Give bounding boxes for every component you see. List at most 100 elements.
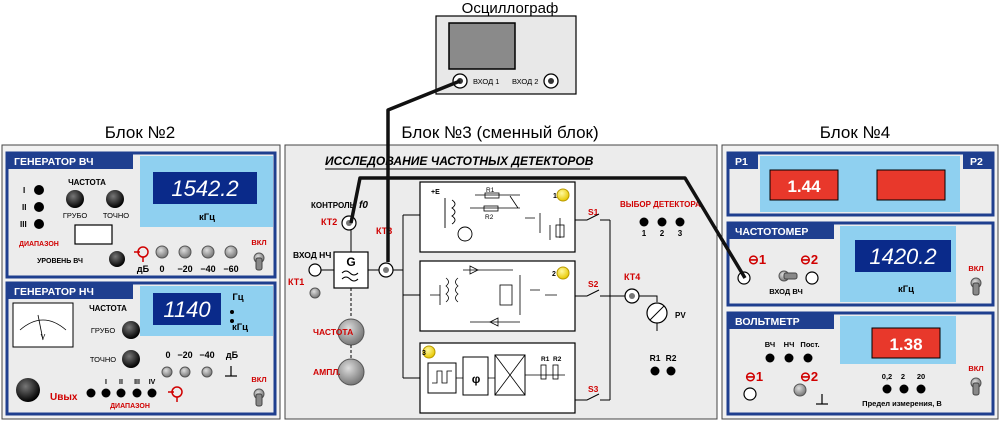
p1-label: P1 — [735, 156, 748, 168]
gen-hf-db-label: дБ — [137, 264, 150, 274]
kt1-jack[interactable] — [309, 287, 321, 299]
connection-cables — [349, 79, 747, 279]
voltmeter-limit-label: Предел измерения, В — [862, 399, 942, 408]
gen-hf-display-value: 1542.2 — [171, 176, 238, 201]
gen-hf-coarse-knob[interactable] — [66, 190, 84, 208]
voltmeter-mode-lf-button[interactable] — [784, 353, 794, 363]
voltmeter-power-switch[interactable] — [970, 377, 982, 396]
gen-hf-fine-knob[interactable] — [106, 190, 124, 208]
gen-hf-panel: ГЕНЕРАТОР ВЧ 1542.2 кГц I II III ДИАПАЗО… — [5, 151, 277, 279]
voltmeter-range-02-label: 0,2 — [882, 372, 892, 381]
gen-hf-on-label: ВКЛ — [251, 238, 266, 247]
gen-lf-range-0-button[interactable] — [86, 388, 96, 398]
gen-lf-range-ii-button[interactable] — [116, 388, 126, 398]
gen-lf-range-i-button[interactable] — [101, 388, 111, 398]
voltmeter-range-02-button[interactable] — [882, 384, 892, 394]
gen-lf-unit-hz: Гц — [232, 292, 243, 303]
gen-hf-output-icon — [134, 246, 149, 262]
block2-heading: Блок №2 — [105, 123, 175, 142]
gen-lf-uout-knob[interactable] — [16, 378, 40, 402]
gen-hf-att-0[interactable] — [155, 245, 169, 259]
detector-select-1[interactable] — [639, 217, 649, 227]
detector-select-3[interactable] — [675, 217, 685, 227]
p2-label: P2 — [970, 156, 983, 168]
amplitude-label: АМПЛ. — [313, 367, 341, 377]
gen-hf-range-ii-label: II — [22, 203, 26, 212]
gen-lf-range-ii-label: II — [119, 379, 123, 386]
gen-lf-title: ГЕНЕРАТОР НЧ — [14, 286, 94, 298]
gen-lf-fine-knob[interactable] — [122, 350, 140, 368]
voltmeter-mode-hf-button[interactable] — [765, 353, 775, 363]
gen-hf-level-knob[interactable] — [109, 251, 125, 267]
block4-heading: Блок №4 — [820, 123, 890, 142]
voltmeter-in2-label: ⊖2 — [800, 369, 818, 384]
freq-meter-in2-jack[interactable] — [805, 271, 819, 285]
voltmeter-in1-jack[interactable] — [743, 387, 757, 401]
generator-block — [333, 251, 369, 289]
gen-hf-coarse-label: ГРУБО — [63, 211, 88, 220]
freq-meter-power-switch[interactable] — [970, 277, 982, 296]
control-label: КОНТРОЛЬ — [311, 201, 356, 210]
freq-meter-input-label: ВХОД ВЧ — [769, 287, 803, 296]
p2-display — [876, 169, 946, 201]
oscilloscope: Осциллограф ВХОД 1 ВХОД 2 — [435, 0, 577, 95]
amplitude-knob[interactable] — [337, 358, 365, 386]
input-lf-jack[interactable] — [308, 263, 322, 277]
voltmeter-ground-icon — [816, 394, 828, 405]
freq-meter-display — [855, 240, 951, 272]
r2-select-label: R2 — [666, 353, 677, 363]
voltmeter-range-2-label: 2 — [901, 372, 905, 381]
gen-hf-att-40[interactable] — [201, 245, 215, 259]
freq-meter-in1-label: ⊖1 — [748, 252, 766, 267]
r1-select-label: R1 — [650, 353, 661, 363]
gen-lf-coarse-knob[interactable] — [122, 321, 140, 339]
voltmeter-range-2-button[interactable] — [899, 384, 909, 394]
gen-hf-range-iii-label: III — [20, 220, 27, 229]
det1-plus-e: +E — [431, 189, 440, 196]
det2-number: 2 — [552, 271, 556, 278]
f0-label: f0 — [359, 200, 368, 211]
voltmeter-in2-jack[interactable] — [793, 383, 807, 397]
gen-lf-range-iv-button[interactable] — [147, 388, 157, 398]
det3-r1: R1 — [541, 356, 550, 363]
det3-number: 3 — [422, 350, 426, 357]
gen-lf-fine-label: ТОЧНО — [90, 355, 116, 364]
gen-hf-display — [153, 172, 257, 204]
power-meter-panel: P1 P2 1.44 — [726, 151, 995, 217]
gen-lf-power-switch[interactable] — [253, 388, 265, 407]
freq-meter-input-switch[interactable] — [778, 270, 798, 282]
gen-lf-db-label: дБ — [226, 350, 239, 360]
block3: ИССЛЕДОВАНИЕ ЧАСТОТНЫХ ДЕТЕКТОРОВ КОНТРО… — [284, 144, 718, 420]
voltmeter-mode-dc-button[interactable] — [803, 353, 813, 363]
freq-meter-unit: кГц — [898, 284, 914, 295]
r1-select-button[interactable] — [650, 366, 660, 376]
gen-lf-att-40-label: −40 — [199, 350, 214, 360]
gen-hf-range-iii-button[interactable] — [34, 219, 44, 229]
det1-led — [556, 188, 570, 202]
osc-input2-label: ВХОД 2 — [512, 77, 538, 86]
gen-lf-att-40[interactable] — [201, 366, 213, 378]
gen-lf-att-0[interactable] — [161, 366, 173, 378]
gen-lf-range-iii-button[interactable] — [132, 388, 142, 398]
gen-lf-att-20[interactable] — [179, 366, 191, 378]
gen-lf-output-icon — [168, 386, 183, 402]
freq-meter-title: ЧАСТОТОМЕР — [735, 226, 808, 238]
gen-hf-range-label: ДИАПАЗОН — [19, 241, 59, 248]
gen-lf-display-value: 1140 — [163, 297, 211, 322]
gen-lf-ground-icon — [225, 366, 237, 377]
block3-heading: Блок №3 (сменный блок) — [401, 123, 598, 142]
gen-hf-att-20[interactable] — [178, 245, 192, 259]
detector-select-2[interactable] — [657, 217, 667, 227]
voltmeter-range-20-label: 20 — [917, 372, 925, 381]
kt1-label: КТ1 — [288, 277, 304, 287]
voltmeter-range-20-button[interactable] — [916, 384, 926, 394]
kt3-label: КТ3 — [376, 226, 392, 236]
gen-hf-unit: кГц — [199, 212, 215, 223]
gen-hf-range-i-button[interactable] — [34, 185, 44, 195]
gen-hf-range-ii-button[interactable] — [34, 202, 44, 212]
gen-hf-power-switch[interactable] — [253, 252, 265, 271]
input-lf-label: ВХОД НЧ — [293, 250, 331, 260]
r2-select-button[interactable] — [666, 366, 676, 376]
detector-select-1-label: 1 — [642, 229, 647, 238]
gen-hf-att-60[interactable] — [224, 245, 238, 259]
